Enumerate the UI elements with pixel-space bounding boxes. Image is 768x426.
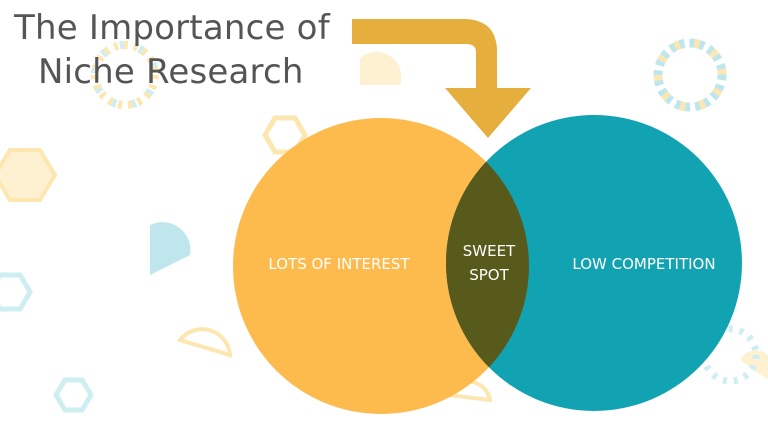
page-title-line-1: The Importance of	[14, 8, 330, 48]
decor-sunburst-icon	[653, 38, 727, 112]
decor-semicircle-icon	[360, 51, 402, 85]
decor-semicircle-icon	[176, 327, 233, 358]
sweet-spot-label-line-2: SPOT	[469, 266, 509, 284]
decor-semicircle-icon	[740, 350, 768, 380]
venn-circle-competition	[446, 115, 742, 411]
decor-hexagon-icon	[53, 377, 94, 413]
decor-hexagon-icon	[0, 272, 33, 312]
venn-circle-interest	[233, 118, 529, 414]
decor-hexagon-icon	[0, 148, 58, 202]
decor-semicircle-icon	[150, 222, 191, 275]
sweet-spot-label-line-1: SWEET	[463, 242, 516, 260]
page-title-line-2: Niche Research	[38, 52, 304, 92]
right-circle-label: LOW COMPETITION	[572, 255, 715, 273]
bent-arrow-icon	[352, 19, 531, 138]
decor-sunburst-icon	[91, 41, 159, 109]
left-circle-label: LOTS OF INTEREST	[268, 255, 410, 273]
decor-sunburst-icon	[700, 325, 760, 385]
